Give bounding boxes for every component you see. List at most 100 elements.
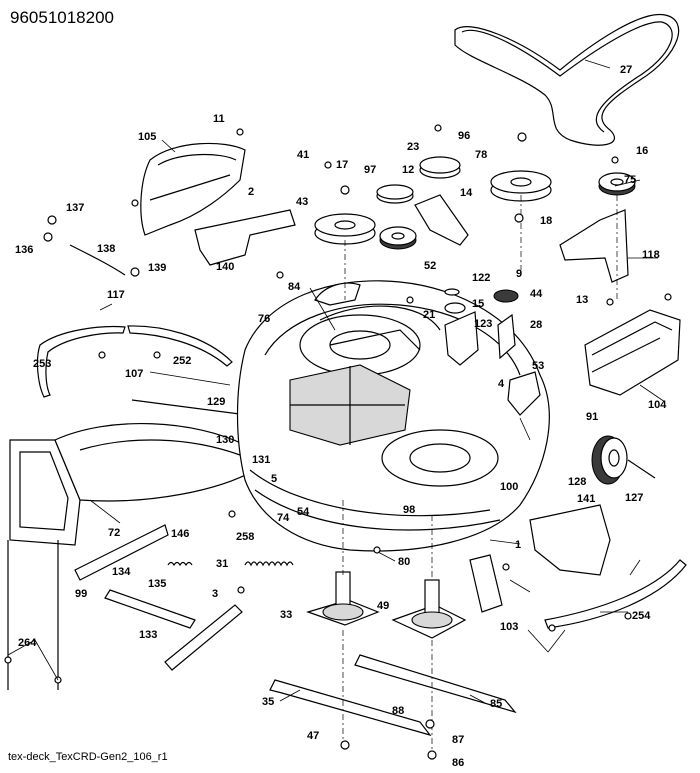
callout-96: 96 [458, 130, 470, 142]
callout-133: 133 [139, 629, 157, 641]
callout-75: 75 [624, 174, 636, 186]
idler-pulley-75-left [379, 226, 417, 250]
callout-137: 137 [66, 202, 84, 214]
belt-cover-right [584, 309, 681, 396]
callout-23: 23 [407, 141, 419, 153]
callout-78: 78 [475, 149, 487, 161]
callout-100: 100 [500, 481, 518, 493]
spindle-33 [306, 571, 380, 626]
callout-86: 86 [452, 757, 464, 769]
wash-hose [43, 215, 140, 277]
callout-76: 76 [258, 313, 270, 325]
callout-27: 27 [620, 64, 632, 76]
callout-35: 35 [262, 696, 274, 708]
callout-128: 128 [568, 476, 586, 488]
belt-cover-left [140, 142, 246, 236]
gauge-wheel [591, 435, 656, 485]
idler-arm-118 [559, 209, 629, 283]
lift-arm-upper [74, 524, 169, 581]
callout-107: 107 [125, 368, 143, 380]
callout-139: 139 [148, 262, 166, 274]
idler-arm-52 [414, 194, 469, 246]
callout-87: 87 [452, 734, 464, 746]
diagram-drawing-id: tex-deck_TexCRD-Gen2_106_r1 [8, 751, 168, 763]
callout-18: 18 [540, 215, 552, 227]
callout-146: 146 [171, 528, 189, 540]
pulley-78 [419, 156, 461, 179]
callout-1: 1 [515, 539, 521, 551]
spring-31 [244, 561, 294, 567]
callout-21: 21 [423, 309, 435, 321]
callout-105: 105 [138, 131, 156, 143]
callout-253: 253 [33, 358, 51, 370]
callout-43: 43 [296, 196, 308, 208]
pulley-44 [493, 289, 519, 303]
callout-49: 49 [377, 600, 389, 612]
callout-52: 52 [424, 260, 436, 272]
callout-85: 85 [490, 698, 502, 710]
callout-123: 123 [474, 318, 492, 330]
callout-16: 16 [636, 145, 648, 157]
callout-122: 122 [472, 272, 490, 284]
callout-141: 141 [577, 493, 595, 505]
callout-15: 15 [472, 298, 484, 310]
callout-140: 140 [216, 261, 234, 273]
callout-104: 104 [648, 399, 667, 411]
spindle-49 [391, 579, 467, 639]
callout-264: 264 [18, 637, 37, 649]
callout-80: 80 [398, 556, 410, 568]
callout-54: 54 [297, 506, 310, 518]
callout-11: 11 [213, 113, 225, 125]
pulley-97 [376, 184, 414, 204]
callout-91: 91 [586, 411, 598, 423]
spring-146 [167, 561, 193, 567]
diagram-part-number: 96051018200 [10, 8, 115, 27]
lift-arm-lower [164, 604, 243, 671]
hardware [98, 124, 672, 760]
deck-bumpers-left [36, 325, 233, 398]
callout-252: 252 [173, 355, 191, 367]
callout-3: 3 [212, 588, 218, 600]
callout-47: 47 [307, 730, 319, 742]
callout-118: 118 [642, 249, 660, 261]
callout-41: 41 [297, 149, 309, 161]
cables-264 [4, 540, 62, 690]
callout-117: 117 [107, 289, 125, 301]
deck-bumper-right [544, 559, 687, 629]
callout-44: 44 [530, 288, 543, 300]
callout-53: 53 [532, 360, 544, 372]
callout-17: 17 [336, 159, 348, 171]
link-133 [104, 589, 196, 629]
callout-134: 134 [112, 566, 131, 578]
callout-127: 127 [625, 492, 643, 504]
callout-135: 135 [148, 578, 166, 590]
callout-136: 136 [15, 244, 33, 256]
callout-258: 258 [236, 531, 254, 543]
callout-103: 103 [500, 621, 518, 633]
callout-2: 2 [248, 186, 254, 198]
callout-14: 14 [460, 187, 473, 199]
callout-72: 72 [108, 527, 120, 539]
callout-28: 28 [530, 319, 542, 331]
callout-12: 12 [402, 164, 414, 176]
callout-84: 84 [288, 281, 301, 293]
callout-88: 88 [392, 705, 404, 717]
callout-129: 129 [207, 396, 225, 408]
bracket-53 [507, 371, 541, 416]
drive-belt [454, 13, 680, 146]
pulley-43-left [314, 213, 376, 245]
callout-131: 131 [252, 454, 270, 466]
callout-99: 99 [75, 588, 87, 600]
callout-254: 254 [632, 610, 651, 622]
deck-bracket [194, 209, 296, 266]
callout-13: 13 [576, 294, 588, 306]
leader-lines [7, 59, 666, 704]
bracket-103 [469, 554, 503, 613]
blade-35 [269, 679, 432, 737]
deck-shield [529, 504, 611, 576]
bracket-123 [444, 311, 479, 366]
callout-labels: 1 2 3 4 5 9 11 12 13 14 15 16 17 18 21 2… [15, 64, 667, 769]
callout-31: 31 [216, 558, 228, 570]
callout-98: 98 [403, 504, 415, 516]
callout-33: 33 [280, 609, 292, 621]
